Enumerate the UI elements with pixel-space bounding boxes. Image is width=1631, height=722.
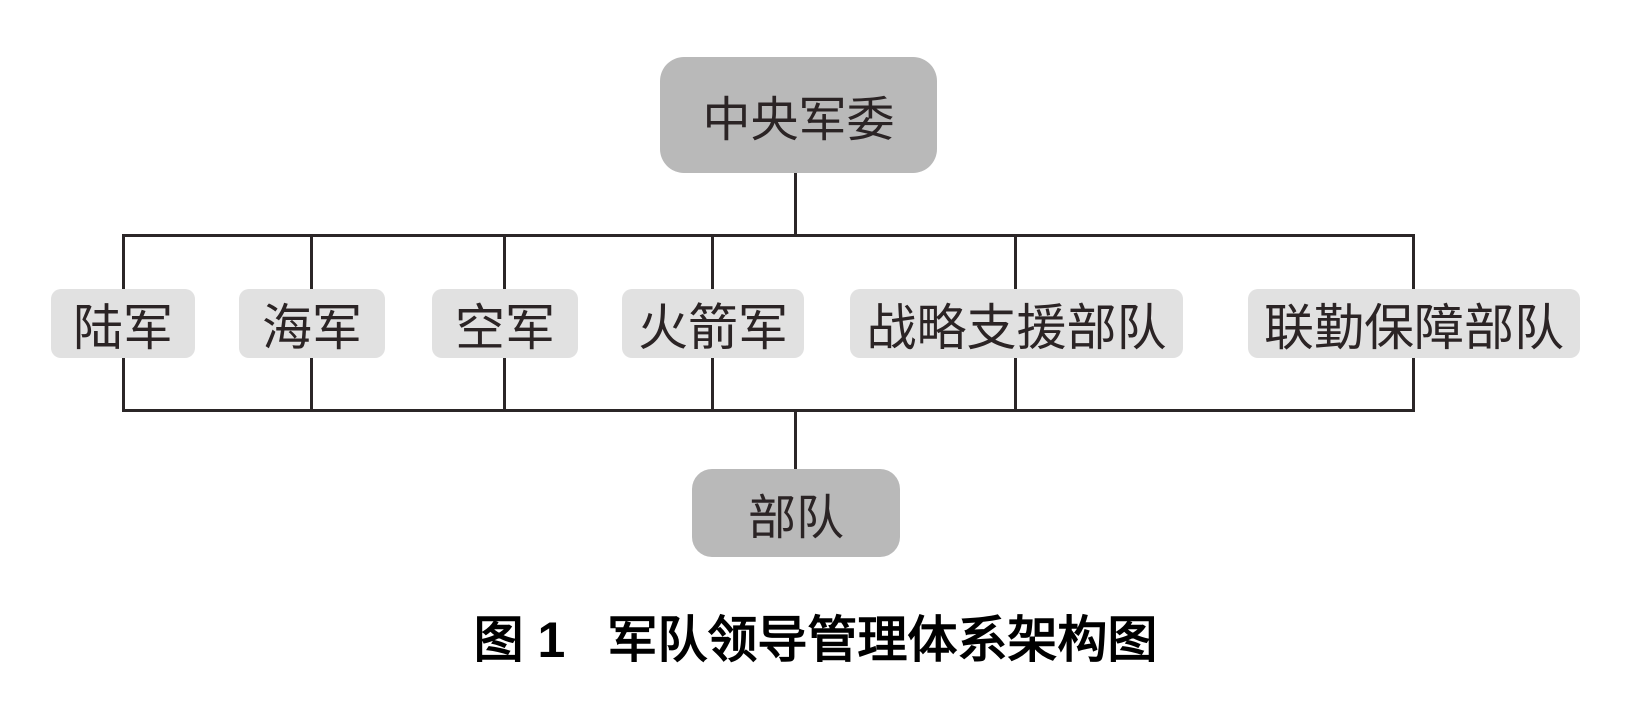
node-joint-logistics-support-force: 联勤保障部队 — [1248, 289, 1580, 358]
node-navy: 海军 — [239, 289, 385, 358]
connector-bottom-bus-to-troops — [794, 409, 797, 471]
node-strategic-support-force: 战略支援部队 — [850, 289, 1183, 358]
node-central-military-commission: 中央军委 — [660, 57, 937, 173]
figure-caption: 图 1 军队领导管理体系架构图 — [0, 612, 1631, 670]
top-bus-line — [122, 234, 1414, 237]
node-army: 陆军 — [51, 289, 195, 358]
figure-title: 军队领导管理体系架构图 — [607, 612, 1158, 668]
node-rocket-force: 火箭军 — [622, 289, 804, 358]
node-air-force: 空军 — [432, 289, 578, 358]
node-troops: 部队 — [692, 469, 900, 557]
figure-label: 图 1 — [473, 612, 566, 668]
bottom-bus-line — [122, 409, 1414, 412]
connector-root-to-top-bus — [794, 171, 797, 237]
